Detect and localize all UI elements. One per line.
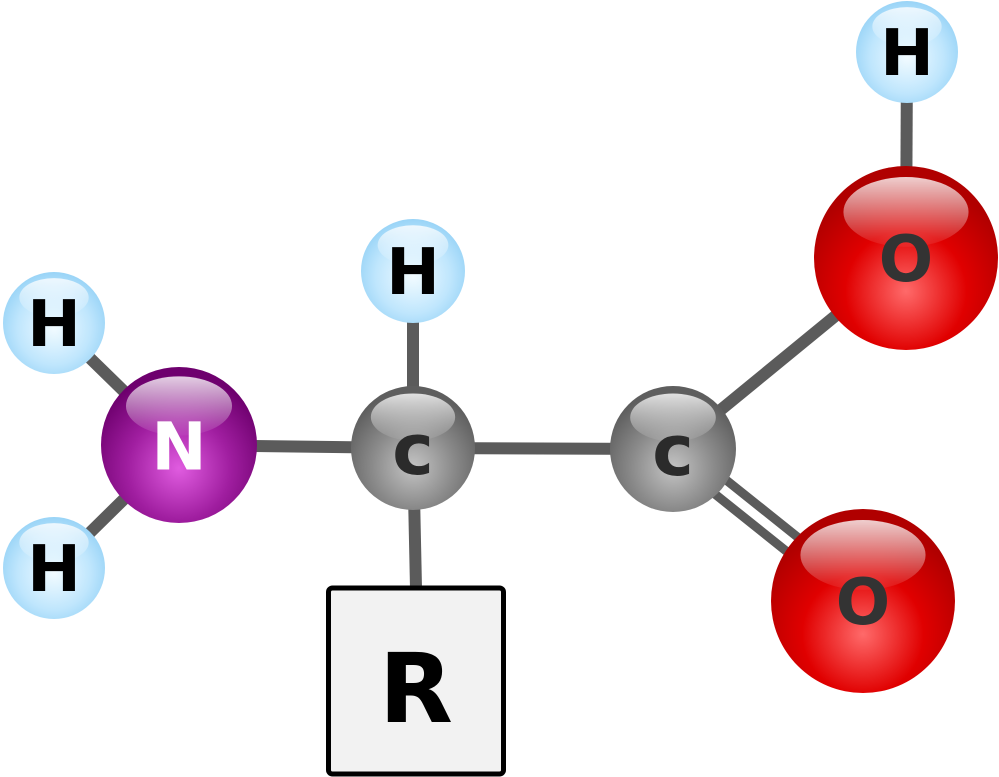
o-atom-label: O (836, 566, 890, 640)
h-atom-label: H (27, 288, 81, 362)
h-atom-label: H (386, 236, 440, 310)
atom-gloss-highlight (19, 523, 89, 562)
n-atom-label: N (151, 409, 206, 486)
atom-n: N (101, 367, 257, 523)
atom-o-carbonyl: O (771, 509, 955, 693)
atom-c-carboxyl: c (610, 386, 736, 512)
atom-h-n-bottom: H (3, 517, 105, 619)
atom-o-hydroxyl: O (814, 166, 998, 350)
atom-h-hydroxyl: H (856, 1, 958, 103)
bonds-layer (49, 51, 913, 613)
atom-h-alpha: H (361, 219, 465, 323)
h-atom-label: H (880, 17, 934, 91)
o-atom-label: O (879, 223, 933, 297)
atom-gloss-highlight (19, 278, 89, 317)
atom-gloss-highlight (872, 7, 942, 46)
h-atom-label: H (27, 533, 81, 607)
atom-h-n-top: H (3, 272, 105, 374)
atom-gloss-highlight (125, 376, 233, 436)
atom-c-alpha: c (351, 386, 475, 510)
atom-gloss-highlight (377, 225, 449, 265)
c-atom-label: c (652, 410, 694, 492)
r-group-label: R (379, 633, 453, 745)
atom-gloss-highlight (800, 520, 926, 590)
r-group: R (326, 585, 506, 777)
atom-gloss-highlight (630, 393, 716, 442)
c-atom-label: c (392, 409, 434, 491)
atom-gloss-highlight (843, 177, 969, 247)
r-group-box (326, 585, 506, 777)
atom-gloss-highlight (370, 393, 456, 441)
